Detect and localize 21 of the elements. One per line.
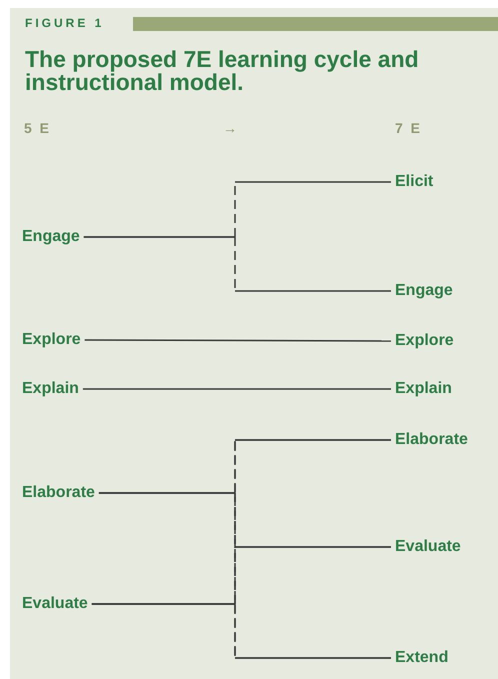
stage-label: Explore [395, 332, 454, 350]
title: The proposed 7E learning cycle and instructional model. [25, 48, 420, 94]
stage-label: Evaluate [22, 595, 88, 613]
connector-line [84, 236, 391, 292]
stage-label: Elaborate [22, 484, 95, 502]
figure-label: FIGURE 1 [25, 16, 104, 30]
stage-label: Extend [395, 649, 448, 667]
stage-label: Engage [22, 228, 80, 246]
column-heading: 7 E [395, 120, 422, 136]
stage-label: Evaluate [395, 538, 461, 556]
stage-label: Elicit [395, 173, 434, 191]
stage-label: Explain [395, 380, 452, 398]
stage-label: Explain [22, 380, 79, 398]
stage-label: Engage [395, 282, 453, 300]
column-heading: 5 E [24, 120, 52, 136]
connector-line [92, 603, 391, 659]
connector-line [82, 388, 391, 390]
connector-line [84, 339, 391, 342]
direction-arrow: → [223, 120, 239, 136]
stage-label: Explore [22, 331, 81, 349]
stage-label: Elaborate [395, 431, 468, 449]
